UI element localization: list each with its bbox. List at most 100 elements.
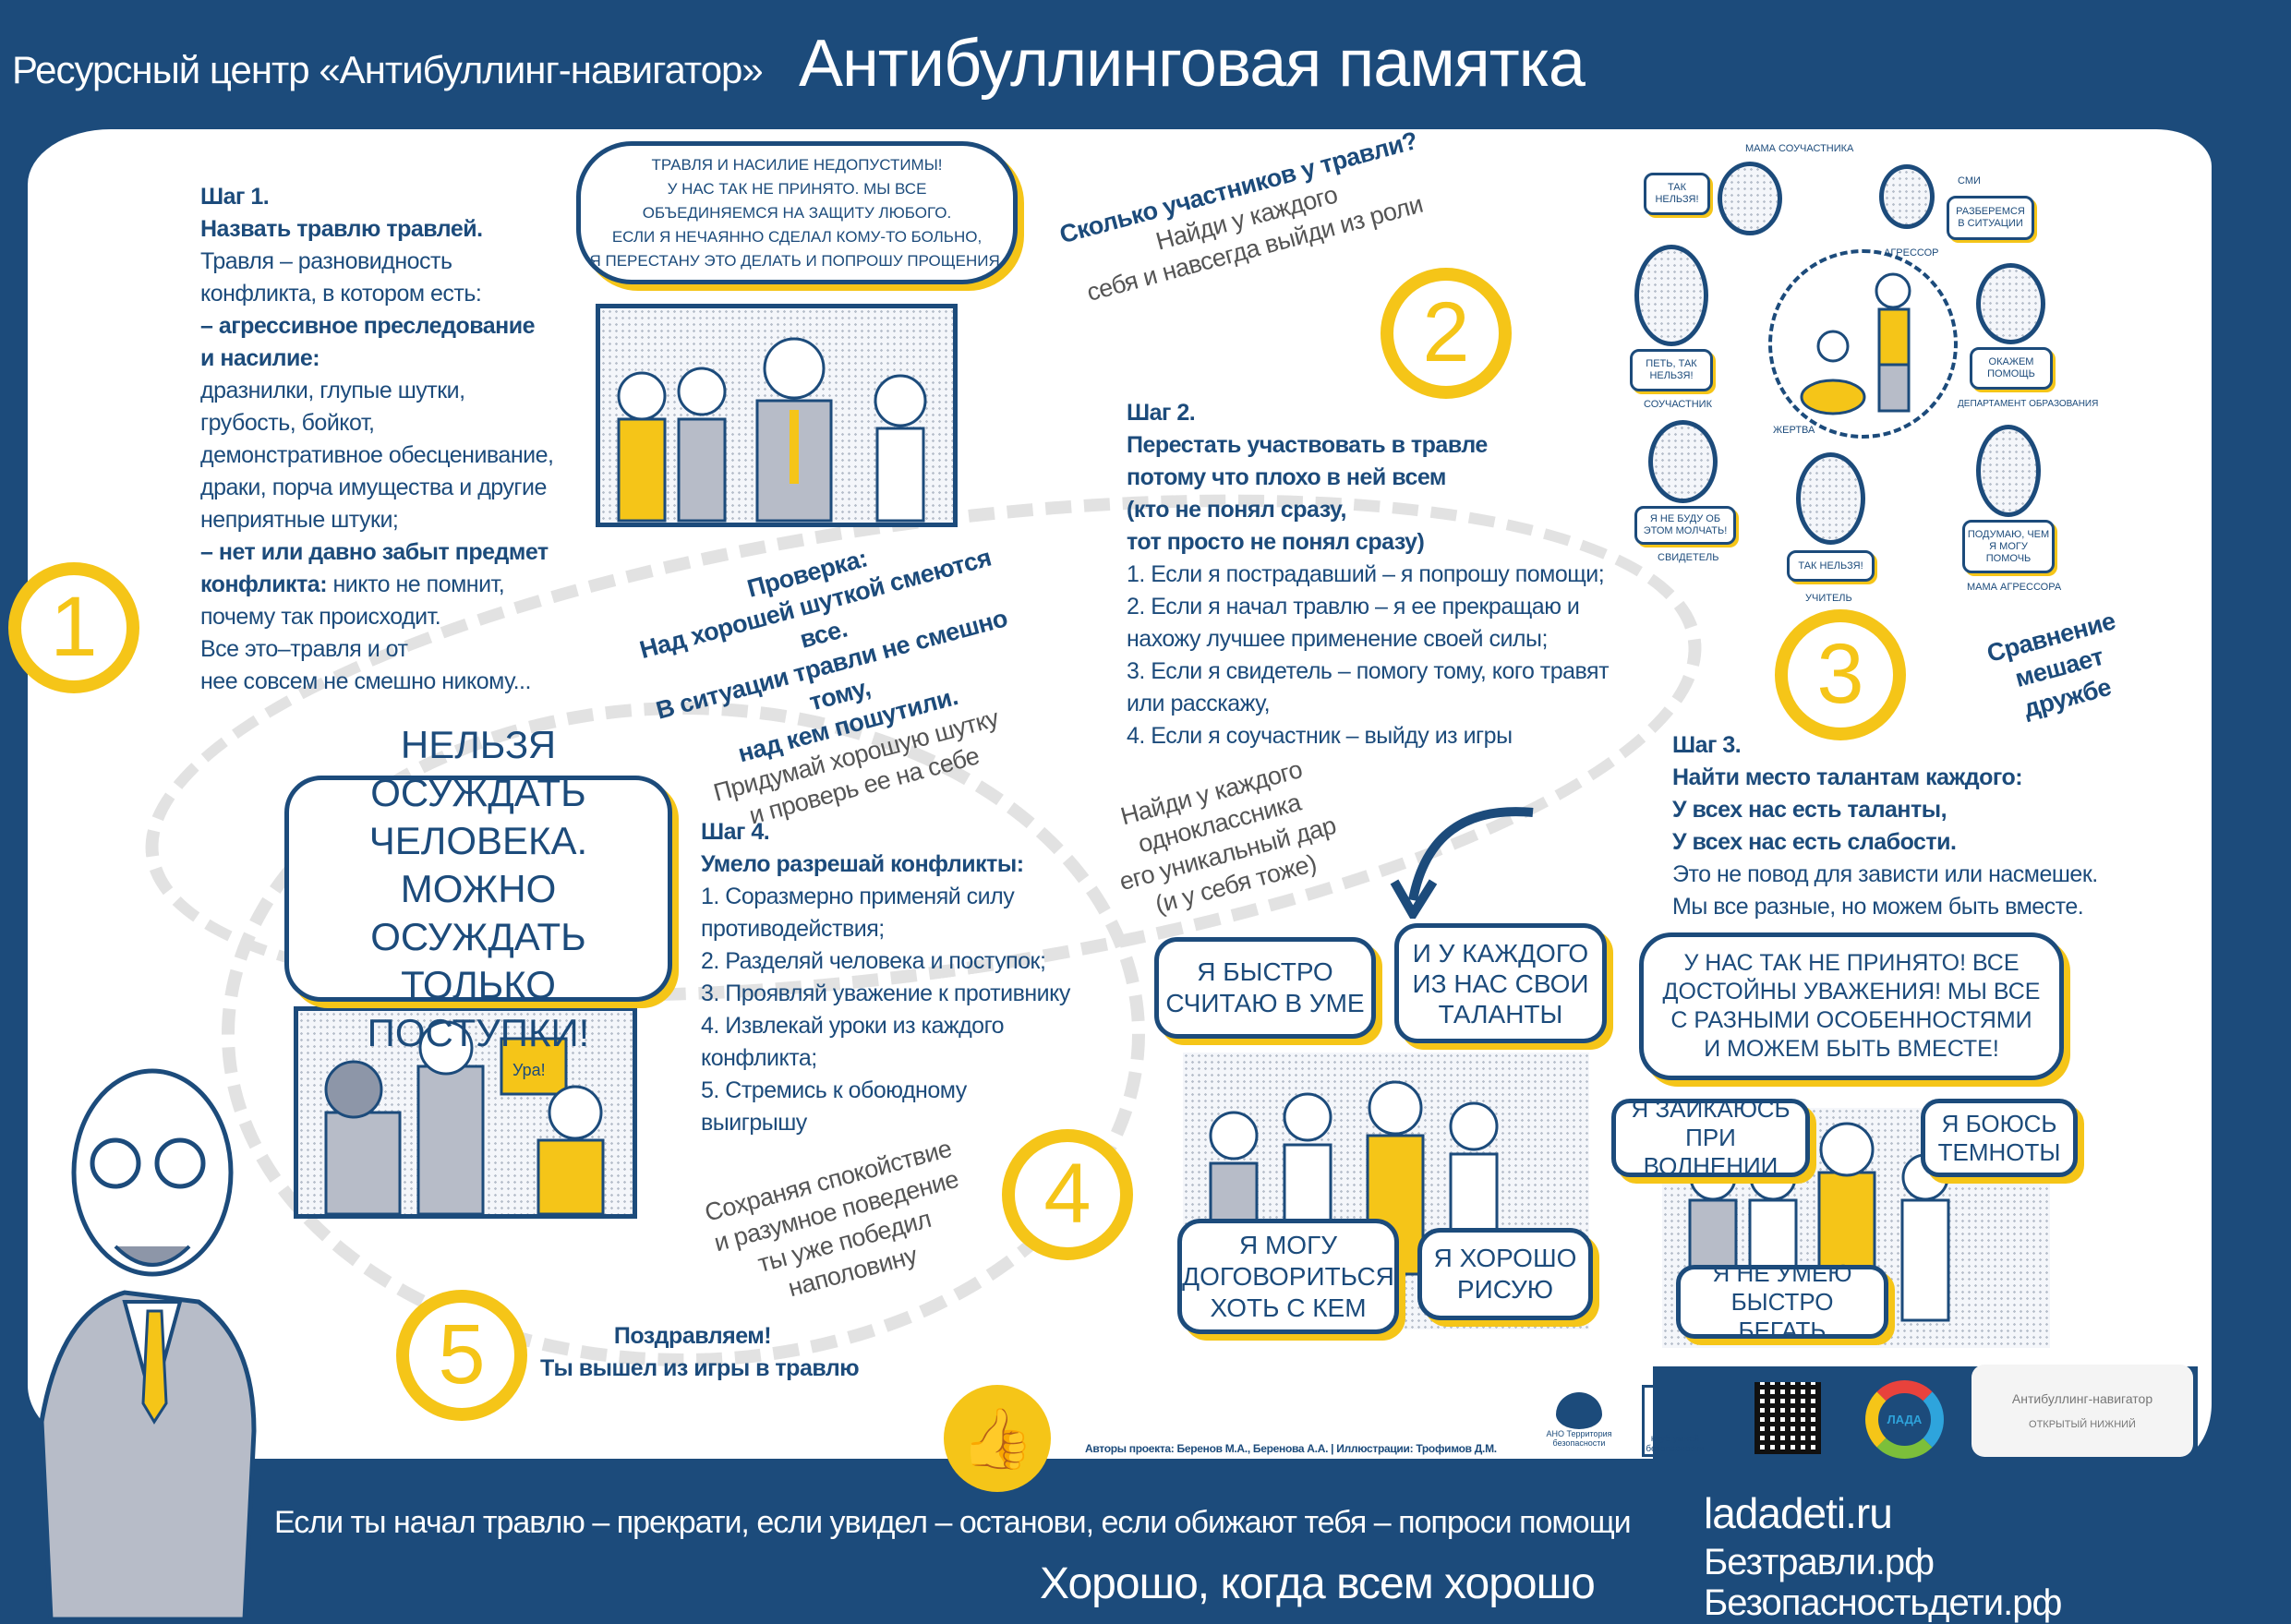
- role-speech: Разберемся в ситуации: [1947, 196, 2034, 240]
- text-line: 1. Соразмерно применяй силу: [701, 884, 1015, 909]
- thumbs-up-icon: 👍: [944, 1385, 1051, 1492]
- club-logo: клуб умной безопасности: [1642, 1385, 1708, 1457]
- text-bold: У всех нас есть слабости.: [1672, 829, 1957, 855]
- text-line: или расскажу,: [1127, 691, 1271, 716]
- text-bold: потому что плохо в ней всем: [1127, 464, 1446, 490]
- text-bold: конфликта:: [200, 571, 328, 597]
- bubble-line: объединяемся на защиту любого.: [642, 203, 952, 222]
- text-bold: Найти место талантам каждого:: [1672, 764, 2023, 790]
- role-figure: [1976, 425, 2041, 517]
- text-line: 3. Если я свидетель – помогу тому, кого …: [1127, 658, 1610, 684]
- role-figure: [1648, 420, 1718, 503]
- step1-block: Шаг 1. Назвать травлю травлей. Травля – …: [200, 181, 561, 698]
- role-label: Жертва: [1773, 425, 1815, 436]
- text-line: драки, порча имущества и другие: [200, 475, 547, 500]
- role-label: Агрессор: [1884, 247, 1939, 259]
- step-1-marker: 1: [8, 562, 139, 693]
- role-label: Учитель: [1805, 593, 1852, 604]
- logo-text: клуб умной безопасности: [1646, 1434, 1705, 1454]
- aggressor-victim: [1796, 263, 1935, 420]
- role-speech: Я не буду об этом молчать!: [1634, 506, 1736, 545]
- text-line: конфликта, в котором есть:: [200, 281, 482, 307]
- resource-center-label: Ресурсный центр «Антибуллинг-навигатор»: [12, 48, 764, 91]
- link-ladadeti[interactable]: ladadeti.ru: [1704, 1489, 1893, 1537]
- speech-bubble-respect: У нас так не принято! Все достойны уваже…: [1639, 932, 2064, 1080]
- text-line: 1. Если я пострадавший – я попрошу помощ…: [1127, 561, 1605, 587]
- role-figure: [1634, 245, 1708, 346]
- text-bold: У всех нас есть таланты,: [1672, 797, 1947, 823]
- step4-block: Шаг 4. Умело разрешай конфликты: 1. Сора…: [701, 816, 1089, 1139]
- text-line: никто не помнит,: [327, 571, 505, 597]
- role-figure: [1879, 164, 1935, 229]
- text-line: неприятные штуки;: [200, 507, 399, 533]
- text-bold: Перестать участвовать в травле: [1127, 432, 1488, 458]
- step3-title: Шаг 3.: [1672, 732, 1742, 758]
- role-figure: [1796, 452, 1865, 545]
- text-line: противодействия;: [701, 916, 885, 942]
- role-speech: Петь, так нельзя!: [1630, 349, 1713, 391]
- text-line: Все это–травля и от: [200, 636, 408, 662]
- ano-logo: АНО Территория безопасности: [1542, 1380, 1616, 1459]
- step-2-marker: 2: [1381, 268, 1512, 399]
- role-figure: [1976, 263, 2045, 344]
- step2-title: Шаг 2.: [1127, 400, 1196, 426]
- comic-panel-step1: [596, 304, 958, 527]
- text-line: демонстративное обесценивание,: [200, 442, 554, 468]
- role-speech: Так нельзя!: [1787, 550, 1875, 582]
- footer-motto: Хорошо, когда всем хорошо: [1040, 1559, 1596, 1608]
- qr-code[interactable]: [1754, 1382, 1821, 1454]
- text-line: нее совсем не смешно никому...: [200, 668, 531, 694]
- text-bold: – агрессивное преследование: [200, 313, 536, 339]
- roles-diagram: Агрессор Жертва Так нельзя! Мама соучаст…: [1607, 138, 2207, 609]
- step4-title: Шаг 4.: [701, 819, 770, 845]
- bubble-line: я перестану это делать и попрошу прощени…: [589, 251, 1005, 270]
- weakness-bubble: Я не умею быстро бегать: [1676, 1259, 1888, 1344]
- link-beztravli[interactable]: Безтравли.рф: [1704, 1542, 1935, 1582]
- page-title: Антибуллинговая памятка: [799, 27, 1586, 101]
- text-line: 5. Стремись к обоюдному: [701, 1077, 967, 1103]
- text-line: выигрышу: [701, 1110, 807, 1136]
- text-line: 4. Извлекай уроки из каждого: [701, 1013, 1005, 1039]
- step-5-marker: 5: [396, 1290, 527, 1421]
- role-figure: [1718, 162, 1782, 235]
- text-line: 3. Проявляй уважение к противнику: [701, 980, 1070, 1006]
- weakness-bubble: Я заикаюсь при волнении: [1611, 1095, 1810, 1180]
- step-3-marker: 3: [1775, 609, 1906, 740]
- logo-text: ЛАДА: [1887, 1413, 1923, 1426]
- role-label: Свидетель: [1658, 552, 1719, 563]
- text-line: дразнилки, глупые шутки,: [200, 378, 465, 403]
- step1-title: Шаг 1.: [200, 184, 270, 210]
- text-line: грубость, бойкот,: [200, 410, 375, 436]
- speech-bubble-step4: Нельзя осуждать человека. Можно осуждать…: [284, 723, 672, 1054]
- congrats-text: Ты вышел из игры в травлю: [540, 1355, 860, 1381]
- role-speech: Окажем помощь: [1970, 347, 2053, 390]
- congrats-title: Поздравляем!: [613, 1323, 772, 1349]
- role-label: Мама соучастника: [1745, 143, 1854, 154]
- talent-bubble: Я хорошо рисую: [1417, 1228, 1593, 1320]
- role-label: Соучастник: [1644, 399, 1712, 410]
- step2-block: Шаг 2. Перестать участвовать в травле по…: [1127, 397, 1681, 752]
- text-bold: Умело разрешай конфликты:: [701, 851, 1024, 877]
- text-line: нахожу лучшее применение своей силы;: [1127, 626, 1548, 652]
- speech-bubble-top: Травля и насилие недопустимы! У нас так …: [576, 141, 1018, 284]
- text-line: конфликта;: [701, 1045, 817, 1071]
- step-4-marker: 4: [1002, 1129, 1133, 1260]
- weakness-bubble: Я боюсь темноты: [1921, 1099, 2078, 1177]
- role-speech: Так нельзя!: [1644, 173, 1710, 215]
- heart-hands-icon: [1556, 1391, 1602, 1429]
- text-line: Это не повод для зависти или насмешек.: [1672, 861, 2098, 887]
- link-bezopasnostdeti[interactable]: Безопасностьдети.рф: [1704, 1582, 2062, 1623]
- talent-bubble: Я быстро считаю в уме: [1154, 937, 1376, 1039]
- text-line: Травля – разновидность: [200, 248, 452, 274]
- comic-panel-step4: Ура!: [294, 1006, 637, 1219]
- role-label: СМИ: [1958, 175, 1981, 186]
- logo-text: АНО Территория безопасности: [1546, 1428, 1612, 1448]
- step1-subtitle: Назвать травлю травлей.: [200, 216, 483, 242]
- text-bold: – нет или давно забыт предмет: [200, 539, 549, 565]
- talent-bubble: Я могу договориться хоть с кем: [1177, 1219, 1399, 1334]
- logo-text: ОТКРЫТЫЙ НИЖНИЙ: [2029, 1419, 2136, 1430]
- logo-text: Антибуллинг-навигатор: [2011, 1391, 2153, 1406]
- congrats-block: Поздравляем! Ты вышел из игры в травлю: [540, 1320, 860, 1385]
- bubble-line: Если я нечаянно сделал кому-то больно,: [611, 227, 983, 246]
- talent-bubble: И у каждого из нас свои таланты: [1394, 923, 1607, 1043]
